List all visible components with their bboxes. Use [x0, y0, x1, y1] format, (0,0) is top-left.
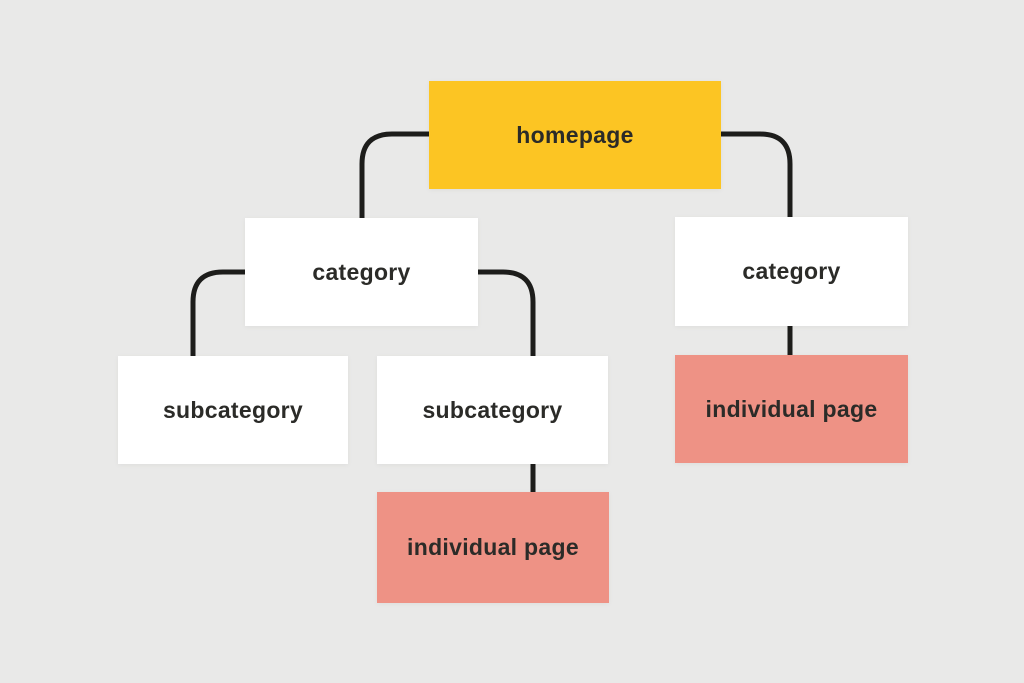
- node-individual-page-middle: individual page: [377, 492, 609, 603]
- edge-categoryleft-subcategory-middle: [474, 269, 536, 360]
- node-individual-page-middle-label: individual page: [407, 534, 579, 560]
- node-homepage: homepage: [429, 81, 721, 189]
- node-subcategory-middle: subcategory: [377, 356, 608, 464]
- node-category-left-label: category: [312, 258, 411, 285]
- edge-homepage-category-right: [717, 131, 793, 221]
- node-subcategory-left: subcategory: [118, 356, 348, 464]
- edge-homepage-category-left: [359, 131, 433, 222]
- node-individual-page-right-label: individual page: [705, 395, 878, 422]
- node-subcategory-middle-label: subcategory: [422, 396, 563, 423]
- node-individual-page-right: individual page: [675, 355, 908, 463]
- node-category-left: category: [245, 218, 478, 326]
- node-category-right-label: category: [742, 258, 841, 284]
- node-category-right: category: [675, 217, 908, 326]
- node-subcategory-left-label: subcategory: [162, 396, 304, 423]
- edge-categoryleft-subcategory-left: [190, 269, 249, 360]
- node-homepage-label: homepage: [516, 121, 634, 148]
